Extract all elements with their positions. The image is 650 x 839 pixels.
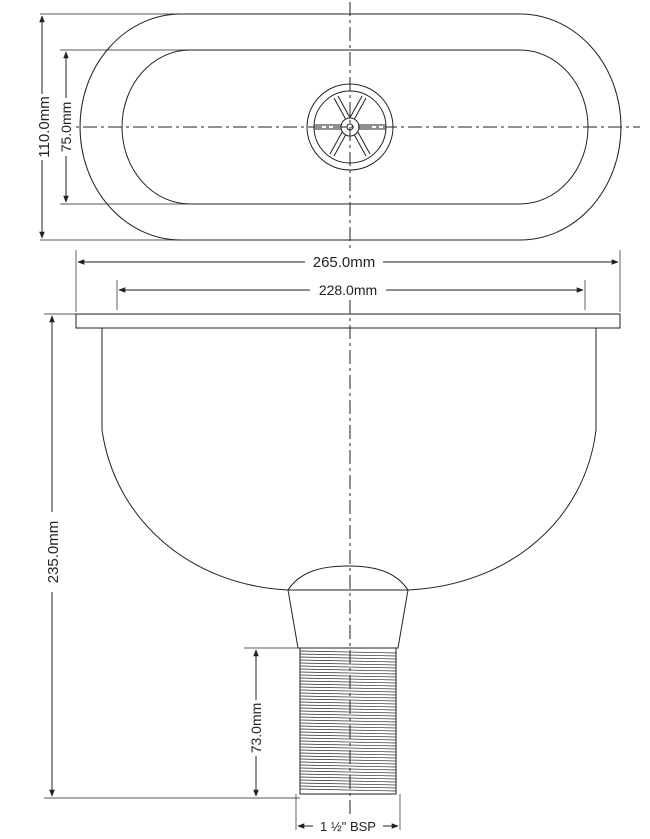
thread-line — [299, 770, 397, 774]
dim-label-265: 265.0mm — [313, 254, 376, 271]
dim-thread-size: 1 ½" BSP — [297, 816, 399, 834]
dim-width-outer: 265.0mm — [75, 250, 621, 312]
thread-line — [299, 689, 397, 693]
top-view-outer-outline — [79, 13, 622, 241]
dim-top-height-inner: 75.0mm — [56, 51, 76, 203]
dim-label-228: 228.0mm — [319, 282, 377, 298]
thread-line — [299, 680, 397, 684]
top-view — [40, 2, 640, 252]
thread-line — [299, 725, 397, 729]
sink-rim-flange — [75, 313, 621, 329]
thread-line — [299, 662, 397, 666]
thread-line — [299, 758, 397, 762]
thread-line — [299, 773, 397, 777]
thread-line — [299, 653, 397, 657]
thread-line — [299, 776, 397, 780]
thread-line — [299, 719, 397, 723]
dim-label-110: 110.0mm — [36, 96, 53, 157]
thread-line — [299, 755, 397, 759]
thread-lines — [299, 650, 397, 792]
thread-line — [299, 785, 397, 789]
thread-line — [299, 728, 397, 732]
thread-line — [299, 674, 397, 678]
thread-line — [299, 692, 397, 696]
thread-line — [299, 704, 397, 708]
dim-total-height: 235.0mm — [41, 315, 63, 797]
drain-body — [287, 589, 409, 649]
thread-line — [299, 716, 397, 720]
thread-line — [299, 761, 397, 765]
thread-line — [299, 683, 397, 687]
thread-line — [299, 722, 397, 726]
dim-width-inner: 228.0mm — [116, 280, 586, 310]
thread-line — [299, 695, 397, 699]
thread-line — [299, 734, 397, 738]
thread-line — [299, 731, 397, 735]
dim-top-height-outer: 110.0mm — [31, 15, 53, 239]
thread-line — [299, 707, 397, 711]
bowl-outline — [101, 328, 597, 591]
thread-line — [299, 677, 397, 681]
dim-label-75: 75.0mm — [58, 102, 74, 153]
thread-line — [299, 671, 397, 675]
dim-label-bsp: 1 ½" BSP — [320, 819, 376, 834]
top-view-inner-outline — [121, 49, 589, 205]
thread-line — [299, 767, 397, 771]
thread-line — [299, 701, 397, 705]
thread-line — [299, 788, 397, 792]
thread-line — [299, 650, 397, 654]
thread-line — [299, 743, 397, 747]
thread-line — [299, 656, 397, 660]
thread-line — [299, 749, 397, 753]
thread-line — [299, 659, 397, 663]
dim-label-73: 73.0mm — [248, 703, 264, 754]
thread-line — [299, 665, 397, 669]
side-view — [44, 300, 621, 830]
thread-line — [299, 746, 397, 750]
thread-line — [299, 779, 397, 783]
dim-label-235: 235.0mm — [45, 521, 62, 584]
thread-line — [299, 686, 397, 690]
thread-line — [299, 740, 397, 744]
dim-thread-length: 73.0mm — [246, 649, 266, 797]
thread-line — [299, 752, 397, 756]
thread-line — [299, 698, 397, 702]
thread-line — [299, 737, 397, 741]
drain-dome — [287, 565, 409, 591]
thread-line — [299, 713, 397, 717]
thread-line — [299, 764, 397, 768]
thread-line — [299, 668, 397, 672]
thread-line — [299, 710, 397, 714]
thread-line — [299, 782, 397, 786]
